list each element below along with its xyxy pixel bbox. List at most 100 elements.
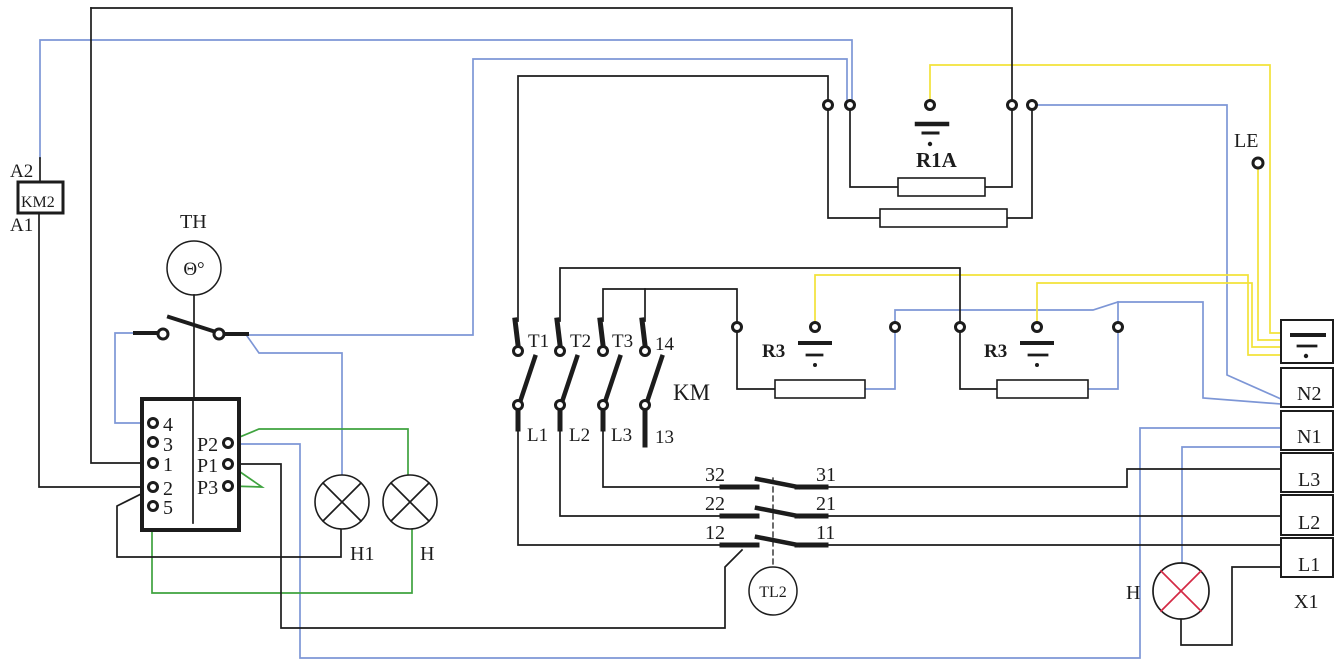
wire-r1a-inner-right	[984, 104, 1013, 188]
r3-left-element: R3	[731, 321, 901, 399]
wire-n1-to-lamp-h-right	[1181, 446, 1282, 564]
thermostat-left-contact	[156, 327, 170, 341]
tl2-timer: TL2 32 31 22 21 12 11	[705, 464, 836, 616]
km-aux-lower-contact	[639, 399, 651, 411]
tl2-11-label: 11	[816, 522, 835, 544]
wire-t1-to-r1a	[517, 75, 829, 322]
wire-thermostat-to-lamp-h1	[245, 334, 343, 477]
wire-r3-left-to-n2	[864, 300, 1120, 390]
selector-terminal-p1	[222, 458, 234, 470]
km-pole2-upper-contact	[554, 345, 566, 357]
x1-l3-box	[1280, 452, 1334, 493]
x1-l2-box	[1280, 494, 1334, 536]
lamp-h: H	[382, 474, 438, 565]
wire-p2-to-lamp-h-top	[228, 428, 409, 476]
r3-right-earth-dot	[1035, 363, 1039, 367]
km-pole1-lower-contact	[512, 399, 524, 411]
blue-wires	[39, 39, 1283, 659]
tl2-21-label: 21	[816, 493, 836, 515]
wire-earth-r1a	[929, 64, 1282, 334]
le-terminal	[1251, 156, 1265, 170]
selector-label-2: 2	[163, 478, 173, 500]
r3-right-resistor	[996, 379, 1089, 399]
selector-label-1: 1	[163, 454, 173, 476]
km-contactor: T1 T2 T3 14 L1 L2 L3 13 KM	[512, 317, 710, 448]
tl2-12-label: 12	[705, 522, 725, 544]
x1-label: X1	[1294, 591, 1318, 613]
selector-label-4: 4	[163, 414, 173, 436]
wire-l1-to-tl2-12	[517, 428, 723, 546]
wire-r3-left-element	[736, 326, 776, 390]
thermostat-label: TH	[180, 211, 207, 233]
r3-left-terminal-earth	[809, 321, 821, 333]
km-aux-upper-lead	[639, 317, 648, 348]
lamp-h-right-cross	[1159, 569, 1203, 613]
r1a-terminal-outer-right	[1026, 99, 1038, 111]
wire-tl2-31-to-x1-l3	[825, 468, 1282, 488]
tl2-row1-blade	[754, 476, 801, 490]
wire-selector5-to-lamp-h-bottom	[151, 507, 413, 594]
tl2-row2-blade	[754, 505, 801, 519]
km-pole2-blade	[559, 354, 580, 405]
le-label: LE	[1234, 130, 1258, 152]
x1-n2-label: N2	[1297, 383, 1321, 405]
km-pole3-lower-contact	[597, 399, 609, 411]
r3-right-element: R3	[954, 321, 1124, 399]
km-t2-label: T2	[570, 331, 591, 352]
tl2-22-label: 22	[705, 493, 725, 515]
r1a-element: R1A	[822, 99, 1038, 228]
km-pole3-blade	[602, 354, 623, 405]
lamp-h-right: H	[1126, 562, 1210, 620]
wire-t2-to-r3-right	[559, 267, 961, 328]
km-aux-upper-contact	[639, 345, 651, 357]
x1-earth-box	[1280, 319, 1334, 364]
selector-terminal-1	[147, 457, 159, 469]
km-pole3-upper-contact	[597, 345, 609, 357]
selector-terminal-p2	[222, 437, 234, 449]
lamp-h1-cross	[321, 481, 363, 523]
x1-l1-label: L1	[1298, 554, 1320, 576]
wire-earth-r3-left	[814, 274, 1282, 356]
r3-right-terminal-right	[1112, 321, 1124, 333]
wire-km2-a2-to-r1a	[39, 39, 853, 159]
wire-r1a-outer-right	[1006, 104, 1033, 219]
r1a-terminal-inner-right	[1006, 99, 1018, 111]
km-pole1-blade	[517, 354, 538, 405]
tl2-label: TL2	[759, 584, 787, 601]
selector-terminal-p3	[222, 480, 234, 492]
r1a-terminal-outer-left	[822, 99, 834, 111]
wire-r3-right-element	[959, 326, 998, 390]
wire-l3-to-tl2-32	[602, 428, 723, 488]
wire-top-bus	[90, 7, 1013, 106]
wire-earth-r3-right	[1036, 282, 1282, 348]
yellow-wires	[814, 64, 1282, 356]
km2-a1-label: A1	[10, 215, 33, 236]
wire-p2-neutral-bus-to-n1	[229, 427, 1282, 659]
tl2-32-label: 32	[705, 464, 725, 486]
x1-n1-label: N1	[1297, 426, 1321, 448]
r3-right-terminal-left	[954, 321, 966, 333]
wire-earth-le	[1257, 167, 1282, 341]
selector-terminal-5	[147, 500, 159, 512]
x1-n1-box	[1280, 410, 1334, 451]
lamp-h1-label: H1	[350, 543, 374, 565]
selector-label-p3: P3	[197, 477, 218, 499]
thermostat-blade	[166, 314, 219, 335]
km2-coil-label: KM2	[21, 194, 55, 211]
x1-l3-label: L3	[1298, 469, 1320, 491]
lamp-h1: H1	[314, 474, 374, 565]
km-13-label: 13	[655, 427, 674, 448]
km-pole1-upper-lead	[512, 317, 521, 348]
wire-t3-to-r3-left	[602, 288, 738, 328]
wire-thermostat-to-r1a	[246, 58, 848, 336]
r3-right-label: R3	[984, 341, 1007, 362]
black-wires	[38, 7, 1282, 646]
wire-r1a-outer-left	[827, 104, 881, 219]
r1a-inner-resistor	[897, 177, 986, 197]
r3-left-earth-dot	[813, 363, 817, 367]
selector-terminal-3	[147, 436, 159, 448]
km-pole2-upper-lead	[554, 317, 563, 348]
lamp-h-cross	[389, 481, 431, 523]
km-t3-label: T3	[612, 331, 633, 352]
